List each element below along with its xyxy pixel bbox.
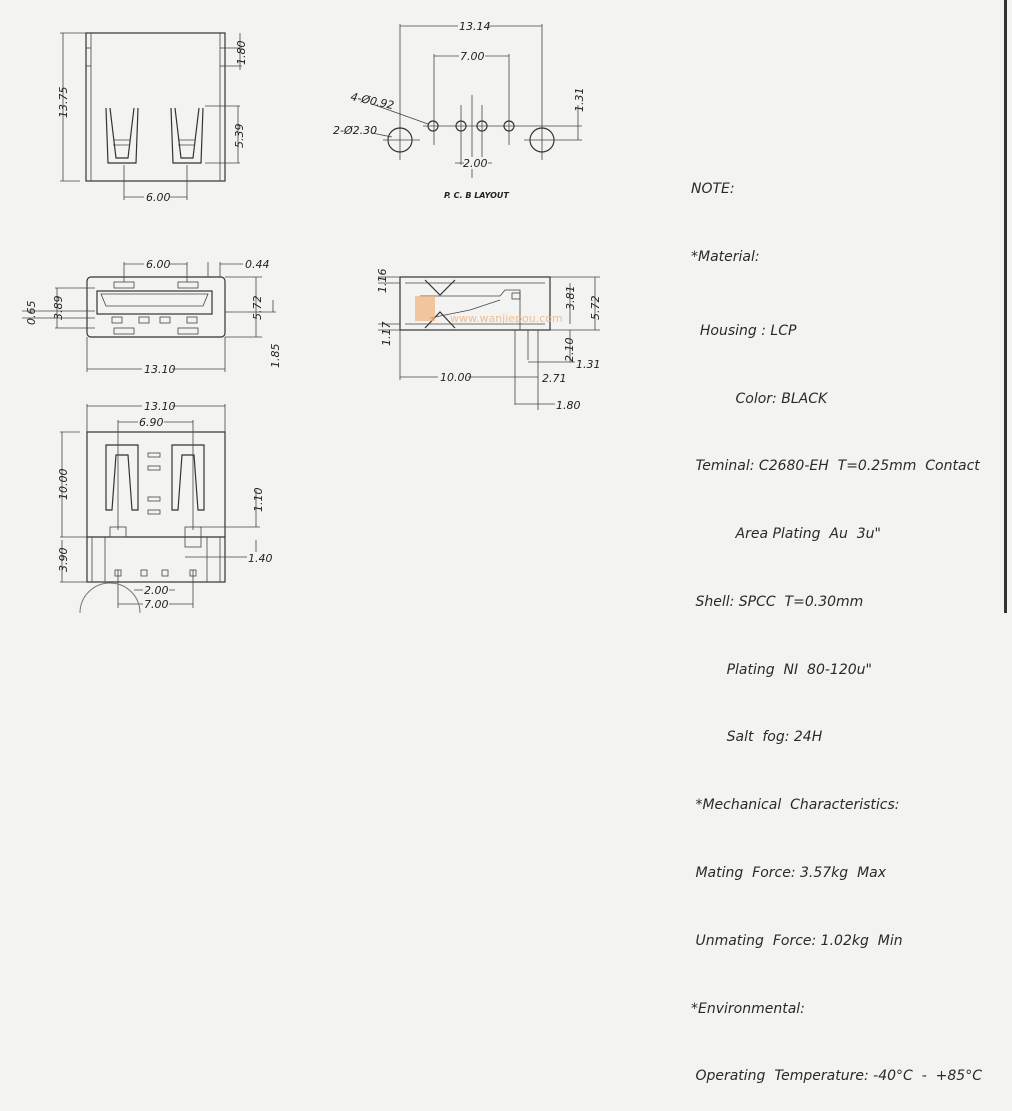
dim-pcb-2-00: 2.00 (463, 157, 488, 170)
dim-front-0-65: 0.65 (25, 301, 38, 326)
dim-side-2-10: 2.10 (563, 338, 576, 363)
dim-top-5-39: 5.39 (233, 124, 246, 149)
dim-pcb-13-14: 13.14 (459, 20, 491, 33)
dim-bottom-13-10: 13.10 (144, 400, 176, 413)
note-line: Teminal: C2680-EH T=0.25mm Contact (691, 458, 980, 475)
dim-pcb-small-holes: 4-Ø0.92 (349, 90, 395, 112)
note-line: Mating Force: 3.57kg Max (691, 865, 887, 881)
dim-pcb-7-00: 7.00 (460, 50, 485, 63)
note-line: Color: BLACK (691, 390, 828, 407)
note-line: Plating NI 80-120u" (691, 661, 872, 678)
note-line: *Material: (691, 248, 760, 265)
note-line: *Environmental: (691, 1000, 805, 1017)
note-line: Area Plating Au 3u" (691, 526, 882, 543)
dim-top-6-00: 6.00 (146, 191, 171, 204)
dim-bottom-3-90: 3.90 (57, 548, 70, 573)
dim-side-3-81: 3.81 (564, 286, 577, 311)
dim-bottom-10-00: 10.00 (57, 469, 70, 501)
dim-bottom-1-10: 1.10 (252, 488, 265, 513)
front-view: 6.00 0.44 3.89 0.65 5.72 1.85 13.10 (22, 258, 282, 376)
dim-pcb-1-31: 1.31 (573, 88, 586, 113)
dim-side-2-71: 2.71 (542, 372, 567, 385)
dim-front-13-10: 13.10 (144, 363, 176, 376)
side-view: www.wanjiepou.com 10.00 2.71 1.80 1.31 2… (376, 269, 602, 413)
note-line: Salt fog: 24H (691, 729, 823, 746)
dim-front-1-85: 1.85 (269, 344, 282, 369)
dim-side-1-17: 1.17 (380, 322, 393, 347)
dim-front-3-89: 3.89 (52, 296, 65, 321)
bottom-view: 13.10 6.90 10.00 3.90 1.10 1.40 2.00 7.0… (57, 400, 273, 613)
stamp (79, 582, 141, 613)
dim-front-6-00: 6.00 (146, 258, 171, 271)
dim-bottom-6-90: 6.90 (139, 416, 164, 429)
watermark: www.wanjiepou.com (450, 312, 563, 325)
notes-block: NOTE: *Material: Housing : LCP Color: BL… (691, 133, 982, 1111)
note-line: Unmating Force: 1.02kg Min (691, 932, 903, 949)
top-view: 13.75 1.80 5.39 6.00 (57, 32, 248, 204)
dim-bottom-2-00: 2.00 (144, 584, 169, 597)
pcb-layout-title: P. C. B LAYOUT (444, 191, 509, 200)
dim-side-5-72: 5.72 (589, 296, 602, 321)
dim-side-1-80: 1.80 (556, 399, 581, 412)
note-line: *Mechanical Characteristics: (691, 797, 900, 814)
note-line: Operating Temperature: -40°C - +85°C (691, 1068, 982, 1085)
dim-side-1-31: 1.31 (576, 358, 601, 371)
dim-side-1-16: 1.16 (376, 269, 389, 294)
dim-top-height: 13.75 (57, 87, 70, 119)
note-line: Housing : LCP (691, 322, 797, 339)
note-line: Shell: SPCC T=0.30mm (691, 593, 864, 610)
dim-front-0-44: 0.44 (245, 258, 270, 271)
dim-bottom-7-00: 7.00 (144, 598, 169, 611)
pcb-layout: 13.14 7.00 1.31 2.00 4-Ø0.92 2-Ø2.30 P. … (333, 20, 586, 200)
dim-top-1-80: 1.80 (235, 41, 248, 66)
drawing-frame-border (1004, 0, 1007, 613)
dim-front-5-72: 5.72 (251, 296, 264, 321)
dim-pcb-big-holes: 2-Ø2.30 (333, 124, 377, 137)
dim-bottom-1-40: 1.40 (248, 552, 273, 565)
dim-side-10-00: 10.00 (440, 371, 472, 384)
note-line: NOTE: (691, 181, 735, 198)
